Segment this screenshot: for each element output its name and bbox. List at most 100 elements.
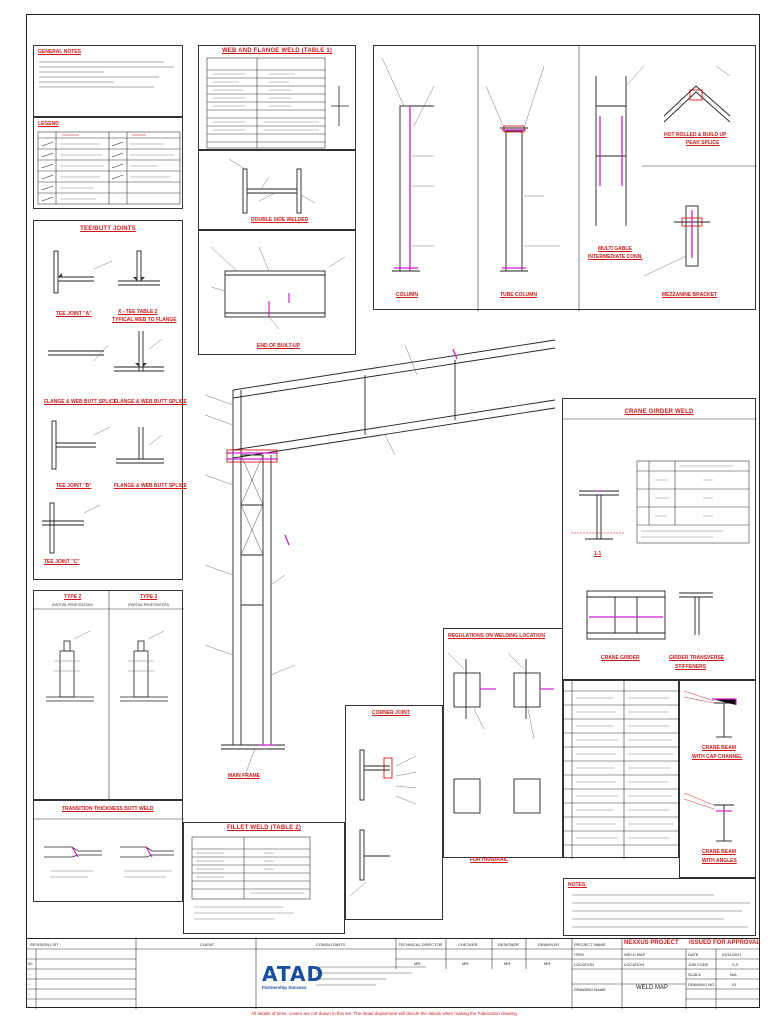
- legend-panel: LEGEND: [33, 117, 183, 209]
- end-of-built-up-panel: END OF BUILT-UP: [198, 230, 356, 355]
- job-code-value: S-0: [732, 962, 739, 967]
- tee-butt-joints-drawings: [42, 250, 164, 554]
- item-value: WELD MAP: [624, 952, 646, 957]
- item-label: ITEM: [574, 952, 584, 957]
- rev-00: 00: [28, 961, 33, 966]
- consultants-label: CONSULTANTS: [316, 942, 346, 947]
- revision-list-label: REVISION LIST :: [30, 942, 61, 947]
- double-side-welded-title: DOUBLE SIDE WELDED: [251, 217, 309, 223]
- title-block: REVISION LIST : 00 -- -- -- CLIENT CONSU…: [26, 938, 761, 1009]
- column-title: COLUMN: [396, 292, 418, 298]
- type2-type3-panel: TYPE 2 (PARTIAL PENETRATION) TYPE 3 (PAR…: [33, 590, 184, 801]
- general-notes-panel: GENERAL NOTES: [33, 45, 183, 117]
- designer-label: DESIGNER: [498, 942, 519, 947]
- type3-title: TYPE 3: [140, 594, 158, 600]
- tee-joint-a-label: TEE JOINT "A": [56, 311, 92, 317]
- crane-beam-angles-title-1: CRANE BEAM: [702, 849, 736, 855]
- weld-requirement-rows: [564, 681, 680, 859]
- flange-web-butt-splice-label-1: FLANGE & WEB BUTT SPLICE: [44, 399, 117, 405]
- typical-web-flange-label: TYPICAL WEB TO FLANGE: [112, 317, 177, 323]
- scale-label: SCALE: [688, 972, 702, 977]
- company-address-lines: [316, 966, 426, 986]
- crane-beam-angles-title-2: WITH ANGLES: [702, 858, 737, 864]
- notes-text-lines: [39, 61, 174, 88]
- date-label: DATE: [688, 952, 699, 957]
- fillet-weld-table-panel: FILLET WELD (TABLE 2): [183, 822, 345, 934]
- type2-type3-drawings: [34, 591, 184, 801]
- date-value: 03/11/2021: [722, 952, 742, 957]
- multi-gable-title-2: INTERMEDIATE CONN.: [588, 254, 643, 260]
- end-of-built-up-drawing: [210, 246, 346, 330]
- section-1-1-label: 1-1: [594, 551, 602, 557]
- location-value: LOCATION: [624, 962, 645, 967]
- type3-subtitle: (PARTIAL PENETRATION): [128, 603, 169, 607]
- fillet-weld-title: FILLET WELD (TABLE 2): [226, 825, 302, 831]
- general-notes-title: GENERAL NOTES: [38, 49, 81, 55]
- corner-joint-drawings: [349, 749, 417, 897]
- transition-butt-weld-panel: TRANSITION THICKNESS BUTT WELD: [33, 800, 184, 902]
- regulations-title: REGULATIONS ON WELDING LOCATION: [448, 633, 546, 639]
- technical-director-label: TECHNICAL DIRECTOR: [398, 942, 443, 947]
- regulations-drawings: [447, 652, 554, 814]
- peak-splice-title-1: HOT ROLLED & BUILD UP: [664, 132, 727, 138]
- crane-beam-panel: CRANE BEAM WITH CAP CHANNEL CRANE BEAM W…: [679, 680, 756, 878]
- weld-requirement-table: [563, 680, 680, 859]
- peak-splice-title-2: PEAK SPLICE: [686, 140, 720, 146]
- flange-web-butt-splice-label-2: FLANGE & WEB BUTT SPLICE: [114, 399, 187, 405]
- notes-panel: NOTES:: [563, 878, 756, 936]
- girder-transverse-label-2: STIFFENERS: [675, 664, 707, 670]
- tee-joint-c-label: TEE JOINT "C": [44, 559, 80, 565]
- column-details-panel: COLUMN TUBE COLUMN MULTI GABLE INTERMEDI…: [373, 45, 757, 311]
- project-name-label: PROJECT NAME: [574, 942, 606, 947]
- drawing-name-label: DRAWING NAME: [574, 987, 606, 992]
- column-details-drawings: [381, 46, 757, 311]
- notes-lines: [572, 894, 750, 928]
- tee-butt-joints-title: TEE/BUTT JOINTS: [80, 226, 136, 232]
- checker-label: CHECKER: [458, 942, 478, 947]
- technical-director-value: MR.: [414, 961, 422, 966]
- checker-value: MR.: [462, 961, 470, 966]
- corner-joint-title: CORNER JOINT: [372, 710, 410, 716]
- status-value: ISSUED FOR APPROVAL: [689, 940, 761, 946]
- regulations-panel: REGULATIONS ON WELDING LOCATION FOR HAND…: [443, 628, 563, 863]
- drawing-no-label: DRAWING NO: [688, 982, 715, 987]
- transition-butt-weld-title: TRANSITION THICKNESS BUTT WELD: [62, 806, 154, 812]
- location-label: LOCATION: [574, 962, 595, 967]
- type2-subtitle: (PARTIAL PENETRATION): [52, 603, 93, 607]
- rev-dash-2: --: [28, 981, 31, 986]
- main-frame-drawing: [204, 339, 556, 776]
- tube-column-title: TUBE COLUMN: [500, 292, 537, 298]
- multi-gable-title-1: MULTI GABLE: [598, 246, 632, 252]
- rev-dash-3: --: [28, 991, 31, 996]
- legend-title: LEGEND: [38, 121, 59, 127]
- crane-beam-drawings: [683, 690, 737, 842]
- crane-girder-weld-drawings: [563, 418, 757, 640]
- mezzanine-bracket-title: MEZZANINE BRACKET: [662, 292, 717, 298]
- tee-joint-b-label: TEE JOINT "B": [56, 483, 92, 489]
- drawn-by-value: MR.: [544, 961, 552, 966]
- drawing-name-value: WELD MAP: [636, 985, 669, 991]
- double-side-welded-drawing: [228, 158, 316, 214]
- girder-transverse-label-1: GIRDER TRANSVERSE: [669, 655, 725, 661]
- atad-tagline: Partnership Success: [262, 985, 307, 990]
- fillet-weld-table: [191, 836, 311, 920]
- web-flange-weld-table: [206, 57, 349, 149]
- double-side-welded-panel: DOUBLE SIDE WELDED: [198, 150, 356, 230]
- designer-value: MR.: [504, 961, 512, 966]
- crane-beam-cap-title-2: WITH CAP CHANNEL: [692, 754, 743, 760]
- crane-beam-cap-title-1: CRANE BEAM: [702, 745, 736, 751]
- title-block-grid: [26, 939, 760, 1009]
- notes-title: NOTES:: [568, 882, 587, 888]
- client-label: CLIENT: [200, 942, 215, 947]
- transition-butt-weld-drawing: [34, 818, 184, 878]
- corner-joint-panel: CORNER JOINT: [345, 705, 443, 920]
- crane-girder-weld-panel: CRANE GIRDER WELD 1-1 CRANE GIRDER GIRDE…: [562, 398, 757, 680]
- atad-logo: ATAD: [262, 962, 325, 986]
- web-flange-weld-table-panel: WEB AND FLANGE WELD (TABLE 1): [198, 45, 356, 150]
- crane-girder-label: CRANE GIRDER: [601, 655, 640, 661]
- flange-web-butt-splice-label-3: FLANGE & WEB BUTT SPLICE: [114, 483, 187, 489]
- for-handrail-title: FOR HANDRAIL: [470, 857, 509, 863]
- web-flange-weld-title: WEB AND FLANGE WELD (TABLE 1): [221, 48, 333, 54]
- type2-title: TYPE 2: [64, 594, 82, 600]
- drawing-sheet: [26, 14, 760, 1008]
